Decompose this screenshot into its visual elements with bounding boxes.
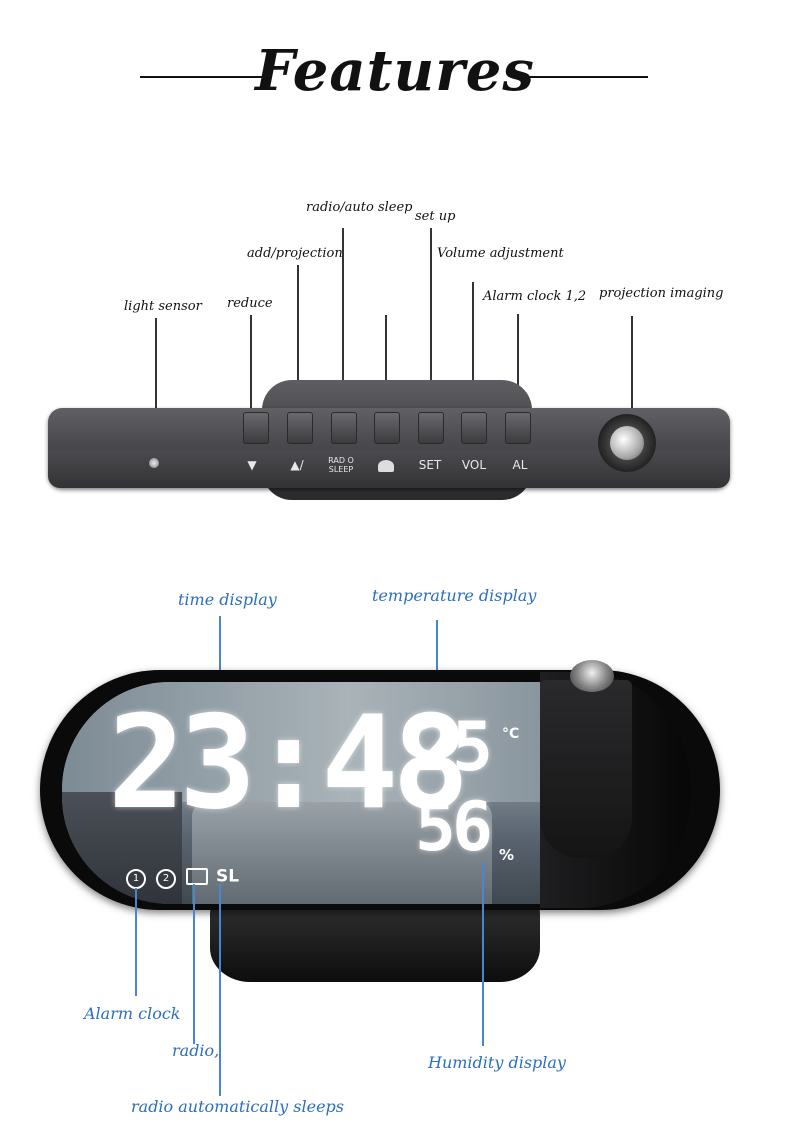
- leader-sleep: [219, 884, 221, 1096]
- vol-button[interactable]: [461, 412, 487, 444]
- title-rule-right: [522, 76, 648, 78]
- radio-sleep-button[interactable]: [331, 412, 357, 444]
- leader-add-projection: [297, 265, 299, 413]
- al-button[interactable]: [505, 412, 531, 444]
- btn-label-set: SET: [418, 458, 442, 472]
- light-button[interactable]: [374, 412, 400, 444]
- label-temperature-display: temperature display: [372, 586, 537, 605]
- label-humidity-display: Humidity display: [428, 1053, 566, 1072]
- btn-label-vol: VOL: [461, 458, 487, 472]
- label-reduce: reduce: [227, 296, 273, 311]
- leader-time: [219, 616, 221, 720]
- add-projection-button[interactable]: [287, 412, 313, 444]
- light-sensor-dot: [149, 458, 159, 468]
- leader-set-up: [430, 228, 432, 413]
- temperature-unit: °C: [502, 726, 520, 742]
- label-set-up: set up: [415, 209, 456, 224]
- leader-alarm-clock: [135, 888, 137, 996]
- time-readout: 23:48: [108, 689, 469, 838]
- leader-light: [385, 315, 387, 413]
- label-radio-auto-sleep: radio/auto sleep: [306, 200, 413, 215]
- btn-label-radio-line1: RAD O: [328, 456, 354, 465]
- label-time-display: time display: [178, 590, 277, 609]
- label-light-sensor: light sensor: [124, 299, 202, 314]
- projector-lens: [610, 426, 644, 460]
- leader-humidity: [482, 862, 484, 1046]
- leader-radio: [342, 228, 344, 413]
- label-radio-sleeps: radio automatically sleeps: [131, 1097, 345, 1116]
- btn-label-al: AL: [512, 458, 528, 472]
- humidity-readout: 56: [415, 788, 493, 867]
- leader-projection: [631, 316, 633, 426]
- leader-radio-icon: [193, 884, 195, 1044]
- alarm-1-icon: 1: [126, 869, 146, 889]
- set-button[interactable]: [418, 412, 444, 444]
- reflection-wall: [62, 682, 540, 802]
- label-radio: radio,: [172, 1041, 220, 1060]
- leader-light-sensor: [155, 318, 157, 458]
- mirror-screen: [62, 682, 540, 904]
- btn-label-up-proj: ▲/: [290, 458, 304, 472]
- leader-volume: [472, 282, 474, 413]
- btn-label-down: ▼: [247, 458, 257, 472]
- btn-label-radio-line2: SLEEP: [328, 465, 354, 474]
- reduce-button[interactable]: [243, 412, 269, 444]
- label-add-projection: add/projection: [247, 246, 343, 261]
- projector-arm: [540, 680, 632, 858]
- reflection-bed: [192, 802, 492, 904]
- label-volume-adjustment: Volume adjustment: [437, 246, 564, 261]
- leader-alarm: [517, 314, 519, 413]
- leader-reduce: [250, 315, 252, 413]
- label-projection-imaging: projection imaging: [599, 286, 724, 301]
- radio-icon: [186, 868, 208, 885]
- projector-head: [570, 660, 614, 692]
- alarm-2-icon: 2: [156, 869, 176, 889]
- title-rule-left: [140, 76, 265, 78]
- page-title: Features: [255, 38, 535, 104]
- temperature-readout: 25: [415, 708, 493, 787]
- light-icon: [378, 460, 394, 472]
- sleep-indicator: SL: [216, 866, 240, 887]
- label-alarm-clock-top: Alarm clock 1,2: [483, 289, 587, 304]
- label-alarm-clock-bottom: Alarm clock: [84, 1004, 181, 1023]
- humidity-unit: %: [499, 846, 515, 864]
